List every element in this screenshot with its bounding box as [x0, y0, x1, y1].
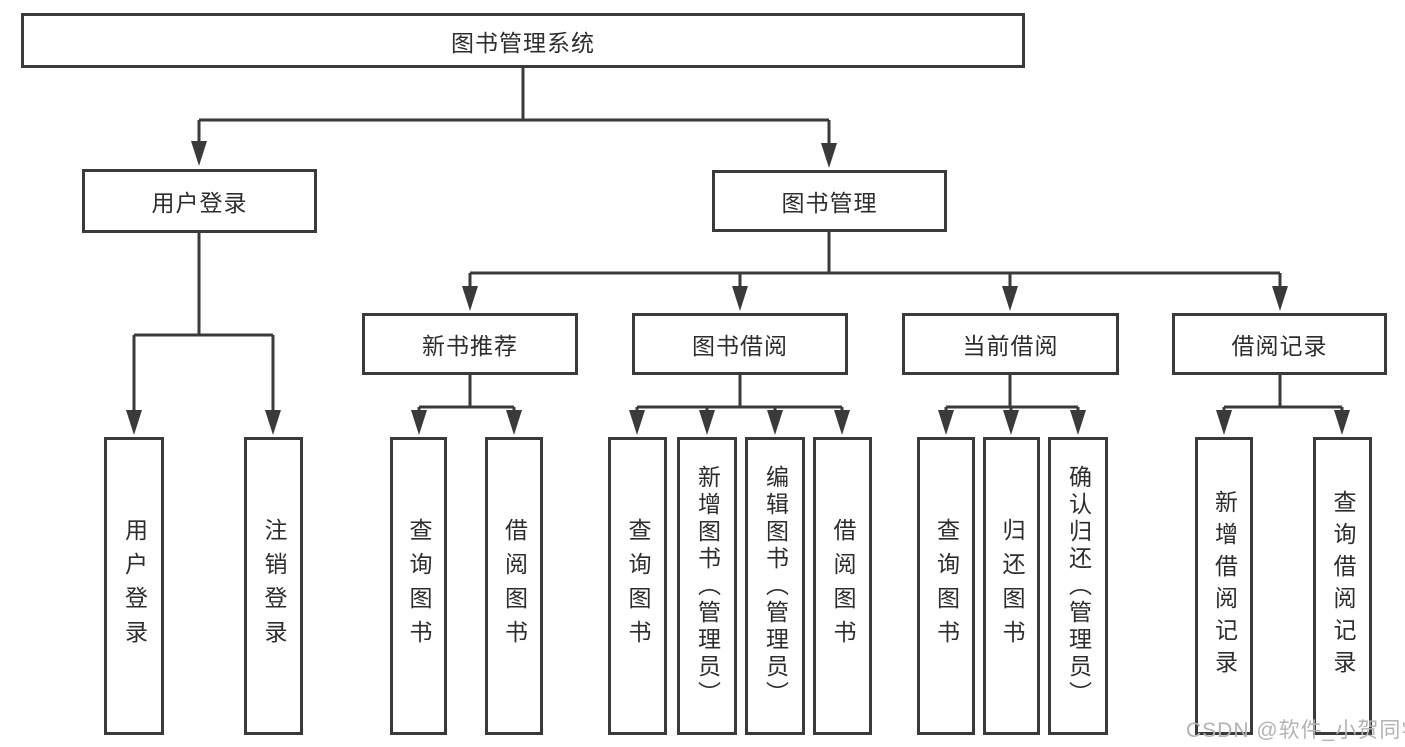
- node-book-management: 图书管理: [712, 170, 947, 232]
- node-new-book-recommend: 新书推荐: [362, 313, 578, 375]
- leaf-borrow-add-books-admin: 新增图书（管理员）: [677, 437, 737, 735]
- leaf-borrow-edit-books-admin: 编辑图书（管理员）: [745, 437, 805, 735]
- node-user-login: 用户登录: [82, 169, 317, 233]
- node-book-borrow: 图书借阅: [632, 313, 848, 375]
- leaf-current-confirm-return-admin: 确认归还（管理员）: [1048, 437, 1108, 735]
- node-root-title: 图书管理系统: [21, 13, 1025, 68]
- leaf-current-return-books: 归还图书: [983, 437, 1040, 735]
- leaf-user-login: 用户登录: [104, 437, 164, 735]
- leaf-borrow-borrow-books: 借阅图书: [813, 437, 872, 735]
- leaf-record-query-record: 查询借阅记录: [1313, 437, 1372, 735]
- leaf-newbook-query-books: 查询图书: [390, 437, 447, 735]
- node-borrow-record: 借阅记录: [1172, 313, 1387, 375]
- node-current-borrow: 当前借阅: [902, 313, 1119, 375]
- leaf-logout: 注销登录: [244, 437, 303, 735]
- leaf-current-query-books: 查询图书: [917, 437, 975, 735]
- leaf-newbook-borrow-books: 借阅图书: [485, 437, 543, 735]
- leaf-borrow-query-books: 查询图书: [608, 437, 667, 735]
- csdn-watermark: CSDN @软件_小贺同学: [1186, 719, 1405, 742]
- arrowheads: [126, 141, 1350, 435]
- leaf-record-add-record: 新增借阅记录: [1195, 437, 1253, 735]
